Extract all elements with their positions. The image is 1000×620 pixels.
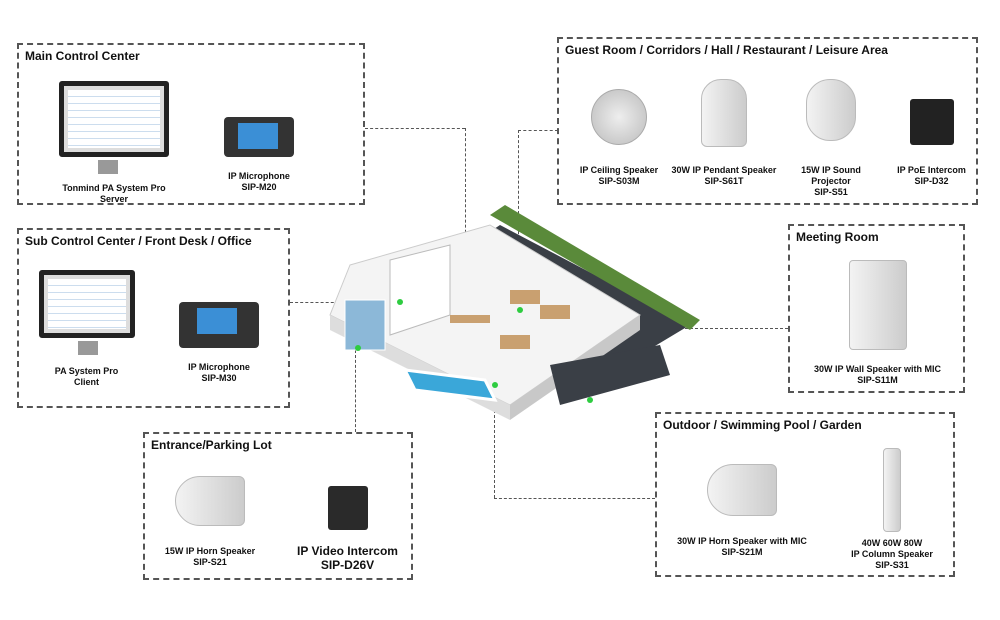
horn-speaker-icon <box>175 476 245 526</box>
zone-title: Meeting Room <box>796 230 879 244</box>
zone-outdoor-pool-garden: Outdoor / Swimming Pool / Garden 30W IP … <box>655 412 955 577</box>
parking-lot-bottom <box>550 345 670 405</box>
device-label: 40W 60W 80W <box>861 538 923 548</box>
device-label: 30W IP Wall Speaker with MIC <box>813 364 942 374</box>
device-label: 15W IP Horn Speaker <box>164 546 256 556</box>
device-label: 30W IP Pendant Speaker <box>671 165 777 175</box>
hotel-building-illustration <box>329 205 700 420</box>
connector-main <box>365 128 465 129</box>
swimming-pool <box>402 368 498 402</box>
connector-main-v <box>465 128 466 248</box>
pendant-speaker-icon <box>701 79 747 147</box>
zone-entrance-parking: Entrance/Parking Lot 15W IP Horn Speaker… <box>143 432 413 580</box>
device-label: IP Column Speaker <box>851 549 933 559</box>
intercom-icon <box>909 99 954 145</box>
connector-outdoor-v <box>494 385 495 498</box>
zone-title: Guest Room / Corridors / Hall / Restaura… <box>565 43 888 57</box>
device-label: SIP-S21M <box>721 547 763 557</box>
zone-title: Outdoor / Swimming Pool / Garden <box>663 418 862 432</box>
horn-speaker-icon <box>707 464 777 516</box>
zone-title: Entrance/Parking Lot <box>151 438 272 452</box>
device-label: 30W IP Horn Speaker with MIC <box>677 536 807 546</box>
zone-sub-control-center: Sub Control Center / Front Desk / Office… <box>17 228 290 408</box>
device-label: SIP-S11M <box>857 375 898 385</box>
connector-meeting <box>640 328 788 329</box>
connector-entrance <box>355 350 356 432</box>
monitor-icon <box>59 81 169 174</box>
zone-title: Main Control Center <box>25 49 140 63</box>
wall-speaker-icon <box>848 260 907 350</box>
device-label: IP Microphone <box>188 362 250 372</box>
zone-meeting-room: Meeting Room 30W IP Wall Speaker with MI… <box>788 224 965 393</box>
device-label: Server <box>99 194 129 204</box>
sound-projector-icon <box>806 79 856 141</box>
device-label: IP PoE Intercom <box>897 165 966 175</box>
monitor-icon <box>38 270 135 355</box>
connector-outdoor <box>494 498 655 499</box>
device-label: IP Video Intercom <box>297 544 398 558</box>
device-label: SIP-M30 <box>201 373 237 383</box>
device-label: SIP-S31 <box>875 560 909 570</box>
device-label: IP Ceiling Speaker <box>579 165 659 175</box>
ceiling-speaker-icon <box>591 89 647 145</box>
device-label: IP Microphone <box>228 171 290 181</box>
zone-main-control-center: Main Control Center Tonmind PA System Pr… <box>17 43 365 205</box>
zone-title: Sub Control Center / Front Desk / Office <box>25 234 252 248</box>
device-label: PA System Pro <box>54 366 119 376</box>
device-label: SIP-M20 <box>241 182 277 192</box>
microphone-console-icon <box>179 302 259 348</box>
device-label: SIP-S51 <box>814 187 848 197</box>
microphone-console-icon <box>224 117 294 157</box>
device-label: SIP-D32 <box>914 176 949 186</box>
device-label: SIP-S03M <box>598 176 640 186</box>
device-label: SIP-S61T <box>704 176 744 186</box>
column-speaker-icon <box>883 448 901 532</box>
connector-guest <box>518 130 558 131</box>
device-label: SIP-S21 <box>193 557 227 567</box>
device-label: SIP-D26V <box>320 558 375 572</box>
device-label: Client <box>73 377 99 387</box>
zone-guest-room: Guest Room / Corridors / Hall / Restaura… <box>557 37 978 205</box>
device-label: 15W IP Sound Projector <box>801 165 861 186</box>
device-label: Tonmind PA System Pro <box>62 183 166 193</box>
video-intercom-icon <box>327 486 368 530</box>
